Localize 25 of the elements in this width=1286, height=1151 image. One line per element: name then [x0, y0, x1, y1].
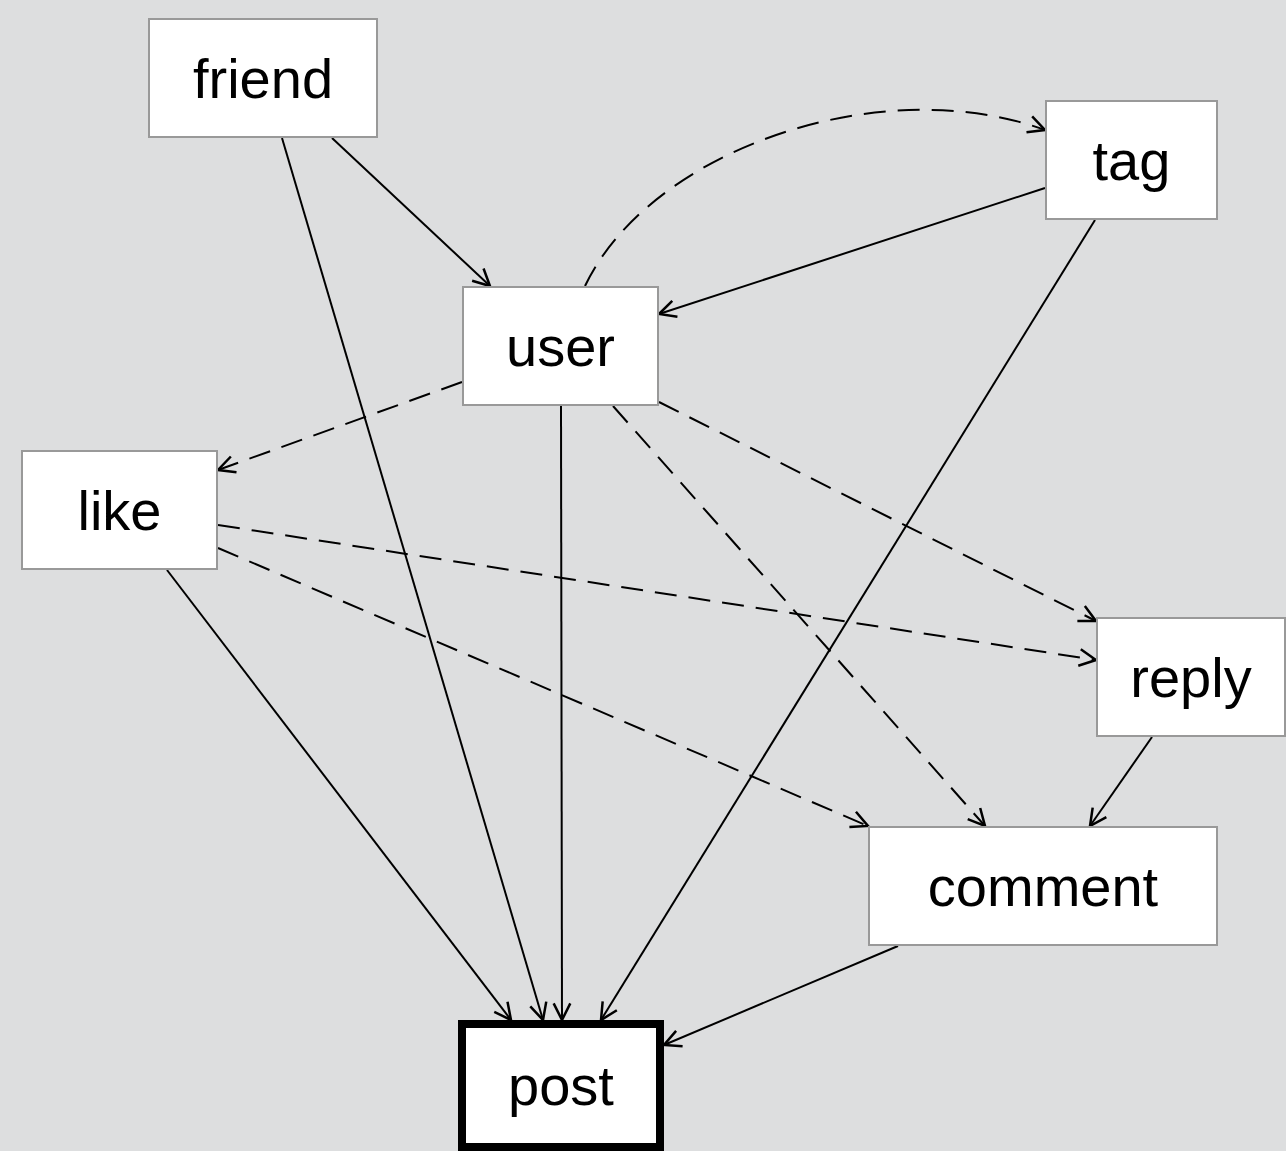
- entity-label: tag: [1092, 127, 1171, 193]
- entity-label: user: [506, 313, 615, 379]
- entity-box: [1096, 617, 1286, 737]
- entity-box: [458, 1020, 664, 1151]
- entity-label: comment: [927, 853, 1159, 919]
- arrow: [584, 108, 1047, 287]
- arrow: [166, 569, 513, 1022]
- entity-label: reply: [1130, 644, 1252, 710]
- arrow: [331, 137, 492, 288]
- entity-label: post: [508, 1053, 614, 1118]
- entity-box: [21, 450, 218, 570]
- arrow: [281, 137, 548, 1022]
- entity-box: [1045, 100, 1218, 220]
- entity-box: [868, 826, 1218, 946]
- arrow: [217, 524, 1098, 667]
- arrow: [552, 405, 572, 1022]
- entity-label: friend: [192, 45, 334, 111]
- entity-box: [462, 286, 659, 406]
- arrow: [1088, 736, 1153, 828]
- arrow: [658, 401, 1098, 623]
- entity-box: [148, 18, 378, 138]
- entity-label: like: [77, 477, 162, 543]
- arrow: [612, 405, 987, 828]
- arrow: [217, 547, 870, 829]
- arrow: [599, 219, 1096, 1022]
